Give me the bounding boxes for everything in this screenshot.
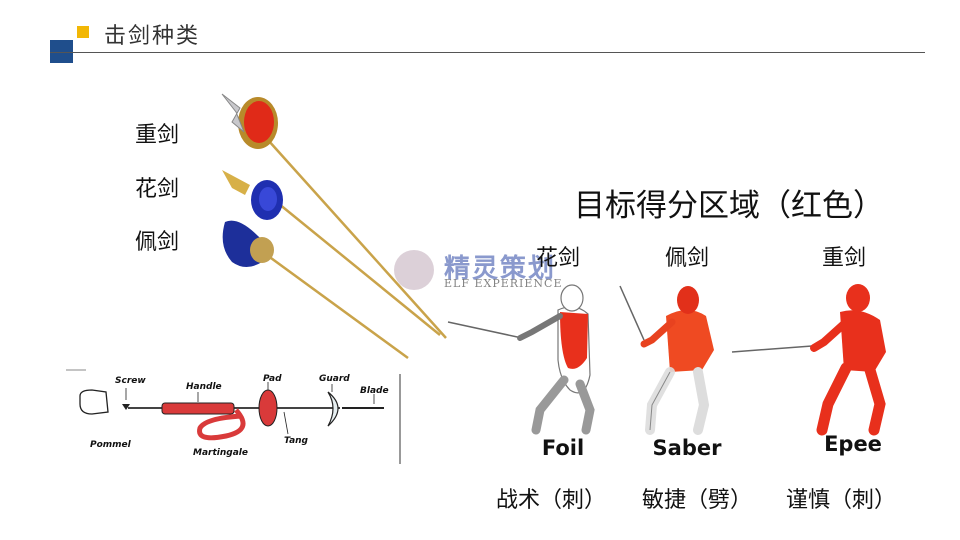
diagram-label-pad: Pad <box>263 374 282 384</box>
foil-blade <box>267 194 441 336</box>
handle-icon <box>161 402 235 415</box>
saber-guard-icon <box>222 220 274 267</box>
header-accent-yellow <box>77 26 89 38</box>
fencer-en-epee: Epee <box>824 432 882 456</box>
label-foil-left: 花剑 <box>135 177 180 202</box>
saber-fencer-figure <box>619 285 714 435</box>
diagram-label-blade: Blade <box>360 386 389 396</box>
watermark-name: 精灵策划 <box>444 254 557 284</box>
style-label-foil: 战术（刺） <box>495 488 606 513</box>
sword-parts-diagram <box>66 369 401 464</box>
epee-fencer-figure <box>731 284 886 436</box>
pommel-icon <box>79 389 109 415</box>
martingale-icon <box>197 408 246 441</box>
target-zone-title: 目标得分区域（红色） <box>574 188 884 224</box>
diagram-label-martingale: Martingale <box>193 448 248 458</box>
screw-icon <box>122 404 130 410</box>
fencer-label-saber: 佩剑 <box>664 246 709 271</box>
watermark-logo-icon <box>394 250 434 290</box>
fencer-label-epee: 重剑 <box>821 246 866 271</box>
fencer-en-saber: Saber <box>652 436 722 460</box>
style-label-saber: 敏捷（劈） <box>641 488 752 513</box>
diagram-label-tang: Tang <box>284 436 308 446</box>
foil-fencer-figure <box>447 284 595 435</box>
header-divider <box>50 52 925 53</box>
fencer-label-foil: 花剑 <box>535 246 580 271</box>
epee-blade <box>267 139 447 339</box>
label-saber-left: 佩剑 <box>135 230 180 255</box>
diagram-label-pommel: Pommel <box>90 440 131 450</box>
label-epee-left: 重剑 <box>135 123 180 148</box>
style-label-epee: 谨慎（刺） <box>785 488 896 513</box>
diagram-label-screw: Screw <box>115 376 146 386</box>
fencers-illustration <box>447 284 886 436</box>
diagram-label-handle: Handle <box>186 382 222 392</box>
fencer-en-foil: Foil <box>541 436 585 460</box>
diagram-label-guard: Guard <box>319 374 350 384</box>
slide-title: 击剑种类 <box>104 24 201 49</box>
epee-guard-icon <box>221 93 278 149</box>
saber-blade <box>259 248 409 360</box>
guard-icon <box>327 391 339 427</box>
foil-guard-icon <box>222 170 283 220</box>
pad-icon <box>258 389 278 427</box>
header-accent-blue <box>50 40 73 63</box>
watermark-subtitle: ELF EXPERIENCE <box>444 277 563 290</box>
